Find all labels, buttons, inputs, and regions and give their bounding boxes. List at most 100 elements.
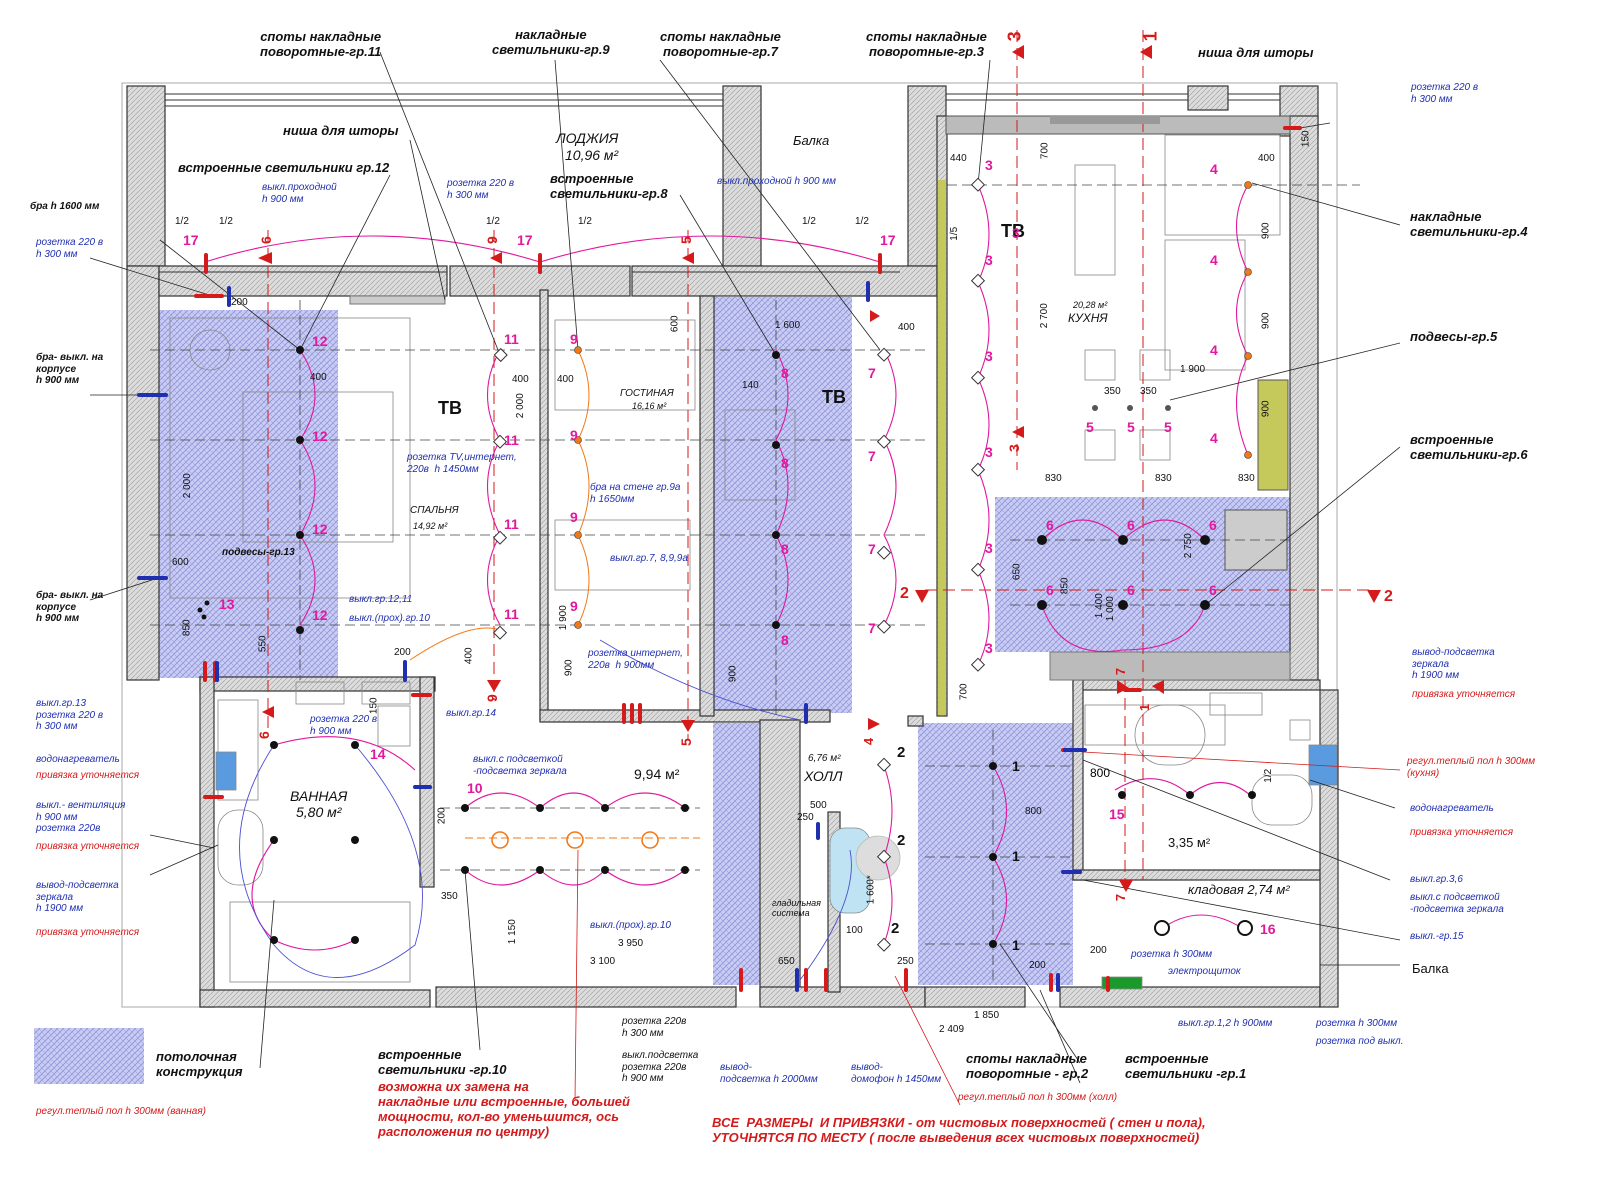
label-balka-top: Балка (793, 133, 830, 148)
dimension: 800 (1025, 806, 1042, 817)
room-pantry: кладовая 2,74 м² (1188, 882, 1290, 897)
note-mirror-out-left: вывод-подсветка зеркала h 1900 мм (36, 880, 119, 914)
dimension: 140 (742, 380, 759, 391)
dimension: 400 (512, 374, 529, 385)
dimension: 550 (257, 635, 269, 653)
group-number: 4 (1210, 342, 1218, 358)
note-clarify-1: привязка уточняется (36, 770, 140, 781)
note-el-panel: электрощиток (1168, 966, 1241, 977)
note-clarify-3: привязка уточняется (36, 927, 140, 938)
group-number: 5 (1086, 419, 1094, 435)
room-bedroom-area: 14,92 м² (413, 521, 448, 531)
group-number: 6 (1209, 517, 1217, 533)
dimension: 1/5 (949, 226, 961, 241)
label-spots-gr3: споты накладные поворотные-гр.3 (866, 29, 987, 59)
section-mark: 3 (1004, 31, 1025, 42)
dimension: 400 (1258, 153, 1275, 164)
section-mark: 3 (1005, 444, 1022, 452)
dimension: 3 950 (618, 938, 644, 949)
footer-dimensions-note: ВСЕ РАЗМЕРЫ И ПРИВЯЗКИ - от чистовых пов… (712, 1115, 1206, 1145)
dimension: 850 (181, 619, 193, 637)
label-builtin-gr1: встроенные светильники -гр.1 (1125, 1051, 1247, 1081)
note-switch-7899a: выкл.гр.7, 8,9,9а (610, 553, 688, 564)
dimension: 800 (1090, 766, 1111, 780)
dimension: 830 (1238, 473, 1255, 484)
dimension: 1 150 (506, 919, 518, 945)
group-number: 12 (312, 428, 328, 444)
dimension: 1 600 (775, 320, 801, 331)
section-mark: 6 (255, 731, 272, 739)
group-number: 11 (504, 516, 519, 532)
label-builtin-gr10: встроенные светильники -гр.10 (378, 1047, 507, 1077)
section-lines (267, 30, 1370, 890)
note-floor-hall: регул.теплый пол h 300мм (холл) (958, 1092, 1118, 1103)
note-socket-internet: розетка интернет, 220в h 900мм (588, 648, 683, 671)
dimension: 830 (1045, 473, 1062, 484)
group-number: 3 (985, 157, 993, 173)
dimension: 400 (898, 322, 915, 333)
dimension: 200 (231, 297, 248, 308)
note-switch15: выкл.-гр.15 (1410, 931, 1464, 942)
label-spots-gr7: споты накладные поворотные-гр.7 (660, 29, 781, 59)
group-number: 3 (1012, 225, 1020, 241)
note-switch36: выкл.гр.3,6 (1410, 874, 1463, 885)
group-number: 7 (868, 448, 876, 464)
note-mirror-switch-right: выкл.с подсветкой -подсветка зеркала (1410, 892, 1504, 915)
dimension: 400 (557, 374, 574, 385)
group-number: 12 (312, 607, 328, 623)
circuit-wiring (204, 184, 1251, 951)
group-number: 4 (1210, 161, 1218, 177)
room-bath: ВАННАЯ (290, 788, 348, 804)
dimension: 2 409 (939, 1024, 965, 1035)
room-hall-area: 6,76 м² (808, 753, 841, 764)
surface-lights (574, 181, 1252, 629)
group-number: 1 (1012, 848, 1020, 864)
sockets (194, 126, 1302, 992)
group-number: 17 (517, 232, 533, 248)
group-number: 3 (985, 444, 993, 460)
group-number: 7 (868, 620, 876, 636)
tv-kitchen: ТВ (1001, 221, 1025, 241)
group-number: 9 (570, 427, 578, 443)
room-loggia-area: 10,96 м² (565, 147, 619, 163)
group-number: 17 (183, 232, 199, 248)
group-number: 12 (312, 521, 328, 537)
label-balka-bottom: Балка (1412, 961, 1449, 976)
label-ironing: гладильная система (772, 898, 821, 919)
room-living: ГОСТИНАЯ (620, 388, 674, 399)
group-number: 12 (312, 333, 328, 349)
group-number: 13 (219, 596, 235, 612)
windows (159, 93, 1280, 273)
spot-lights (492, 177, 986, 952)
dimension: 350 (1140, 386, 1157, 397)
dimension: 2 750 (1182, 533, 1194, 559)
note-intercom: вывод- домофон h 1450мм (851, 1062, 942, 1085)
section-mark: 1 (1140, 31, 1161, 42)
section-mark: 9 (483, 694, 500, 702)
dimension: 1/2 (855, 216, 869, 227)
dimension: 2 000 (181, 473, 193, 499)
label-surface-gr9: накладные светильники-гр.9 (492, 27, 610, 57)
label-bra-switch-2: бра- выкл. на корпусе h 900 мм (36, 590, 104, 624)
note-gr10-replacement: возможна их замена на накладные или встр… (378, 1079, 630, 1139)
group-number: 2 (891, 920, 900, 937)
label-pendants-gr5: подвесы-гр.5 (1410, 329, 1498, 344)
section-mark: 7 (1113, 667, 1129, 676)
label-niche-top: ниша для шторы (1198, 45, 1314, 60)
note-bra-wall: бра на стене гр.9а h 1650мм (590, 482, 681, 505)
note-floor-bath: регул.теплый пол h 300мм (ванная) (36, 1106, 206, 1117)
label-pendants-gr13: подвесы-гр.13 (222, 547, 295, 558)
group-number: 8 (781, 365, 789, 381)
note-switch12: выкл.гр.1,2 h 900мм (1178, 1018, 1273, 1029)
dimension: 150 (1300, 130, 1312, 148)
group-number: 3 (985, 348, 993, 364)
dimension: 1/2 (219, 216, 233, 227)
dimension: 900 (563, 659, 575, 677)
group-number: 7 (868, 365, 876, 381)
note-socket-hall: розетка 220в h 300 мм (622, 1016, 687, 1039)
note-water-heater-right: водонагреватель (1410, 803, 1494, 814)
note-socket-bed-top: розетка 220 в h 300 мм (447, 178, 515, 201)
dimension: 1 900 (1180, 364, 1206, 375)
group-number: 9 (570, 331, 578, 347)
